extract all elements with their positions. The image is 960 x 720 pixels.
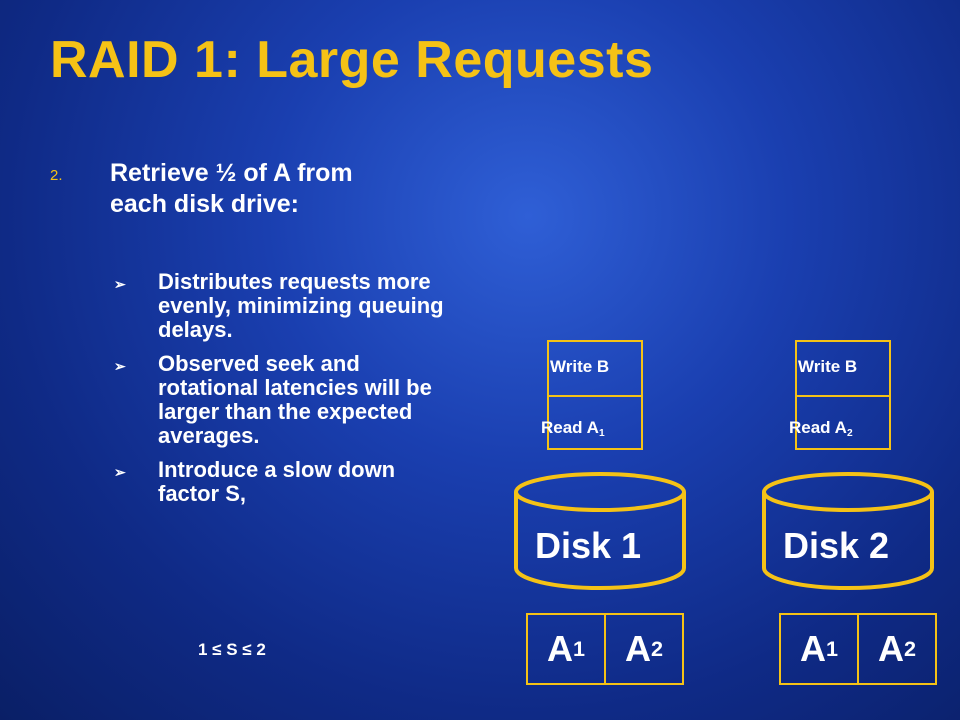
write-request-label: Write B bbox=[798, 357, 858, 376]
read-request-label: Read A2 bbox=[789, 418, 853, 439]
arrow-bullet-icon: ➢ bbox=[114, 464, 126, 480]
disk-1-cylinder-icon bbox=[514, 472, 686, 590]
read-request-subscript: 1 bbox=[598, 428, 605, 440]
slowdown-formula: 1 ≤ S ≤ 2 bbox=[198, 640, 266, 659]
main-point-number: 2. bbox=[50, 167, 63, 184]
read-request-text: Read A bbox=[541, 418, 599, 437]
arrow-bullet-icon: ➢ bbox=[114, 276, 126, 292]
request-queue-disk-2 bbox=[795, 340, 891, 450]
disk-2-label: Disk 2 bbox=[783, 525, 890, 566]
disk-2-cylinder-icon bbox=[762, 472, 934, 590]
sub-point-list: ➢ Distributes requests more evenly, mini… bbox=[108, 270, 458, 516]
read-request-text: Read A bbox=[789, 418, 847, 437]
main-point: 2. Retrieve ½ of A from each disk drive: bbox=[50, 158, 410, 220]
slide-title: RAID 1: Large Requests bbox=[50, 31, 654, 89]
sub-point-text: Introduce a slow down factor S, bbox=[158, 457, 396, 506]
sub-point-text: Distributes requests more evenly, minimi… bbox=[158, 269, 444, 342]
main-point-text: Retrieve ½ of A from each disk drive: bbox=[110, 159, 353, 218]
arrow-bullet-icon: ➢ bbox=[114, 358, 126, 374]
read-request-subscript: 2 bbox=[846, 428, 853, 440]
read-request-label: Read A1 bbox=[541, 418, 605, 439]
request-queue-disk-1 bbox=[547, 340, 643, 450]
sub-point: ➢ Introduce a slow down factor S, bbox=[108, 458, 458, 506]
queue-divider bbox=[549, 395, 641, 397]
sub-point: ➢ Distributes requests more evenly, mini… bbox=[108, 270, 458, 342]
write-request-label: Write B bbox=[550, 357, 610, 376]
disk-1-label: Disk 1 bbox=[535, 525, 642, 566]
sub-point: ➢ Observed seek and rotational latencies… bbox=[108, 352, 458, 448]
queue-divider bbox=[797, 395, 889, 397]
sub-point-text: Observed seek and rotational latencies w… bbox=[158, 351, 432, 448]
